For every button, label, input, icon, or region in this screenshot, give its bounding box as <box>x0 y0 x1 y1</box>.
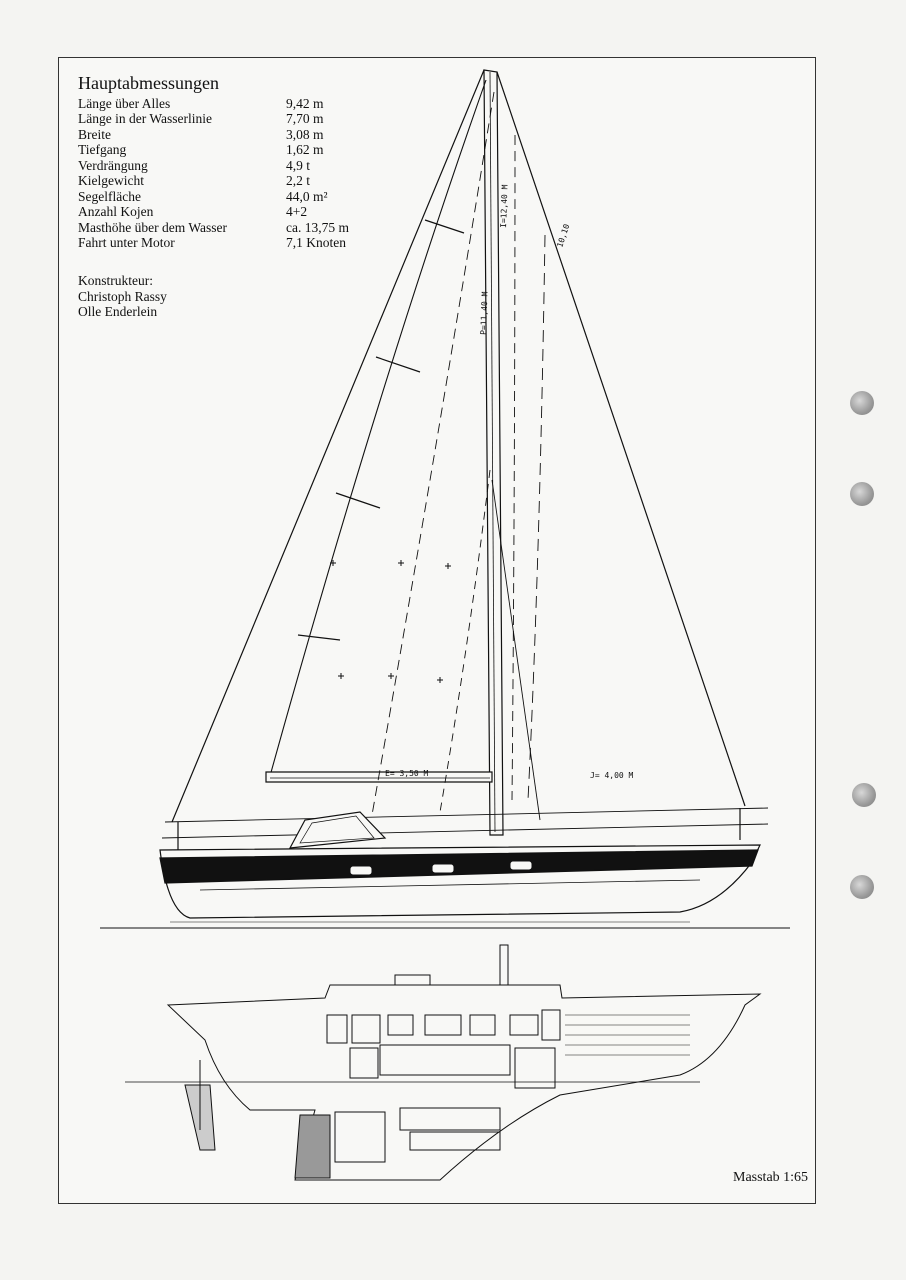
spec-label: Segelfläche <box>78 188 141 204</box>
spec-row: Breite 3,08 m <box>78 127 378 143</box>
designer-block: Konstrukteur: Christoph Rassy Olle Ender… <box>78 273 167 320</box>
spec-value: 4,9 t <box>286 157 311 173</box>
spec-row: Tiefgang 1,62 m <box>78 142 378 158</box>
backstay <box>496 71 746 807</box>
spec-label: Breite <box>78 126 111 142</box>
spec-value: 7,1 Knoten <box>286 235 346 250</box>
spec-value: 2,2 t <box>286 173 311 188</box>
spec-row: Kielgewicht 2,2 t <box>78 173 378 189</box>
interior-profile <box>125 944 762 1181</box>
scale-label: Masstab 1:65 <box>733 1170 809 1185</box>
spec-row: Verdrängung 4,9 t <box>78 158 378 174</box>
spec-label: Masthöhe über dem Wasser <box>78 219 228 235</box>
punch-hole <box>850 482 874 506</box>
j-measure-label: J= 4,00 M <box>590 771 634 780</box>
mast <box>483 69 504 836</box>
spec-label: Kielgewicht <box>78 173 144 188</box>
punch-hole <box>850 875 874 899</box>
genoa-dashed <box>371 91 495 816</box>
spec-value: 44,0 m² <box>286 188 328 204</box>
mainsail-leech <box>269 79 487 777</box>
spec-label: Länge in der Wasserlinie <box>78 111 212 126</box>
designer-heading: Konstrukteur: <box>78 273 153 288</box>
spec-value: 9,42 m <box>286 95 324 111</box>
punch-hole <box>852 783 876 807</box>
spec-label: Verdrängung <box>78 157 148 173</box>
spec-row: Segelfläche 44,0 m² <box>78 189 378 205</box>
spec-label: Tiefgang <box>78 142 127 157</box>
spec-value: 1,62 m <box>286 142 324 157</box>
spec-value: 7,70 m <box>286 111 324 126</box>
spec-label: Fahrt unter Motor <box>78 235 175 250</box>
spec-value: 4+2 <box>286 204 308 219</box>
spec-row: Länge in der Wasserlinie 7,70 m <box>78 111 378 127</box>
forestay-measure-label: 10,10 <box>555 223 571 249</box>
specs-title: Hauptabmessungen <box>78 73 219 93</box>
spec-row: Länge über Alles 9,42 m <box>78 96 378 112</box>
spec-row: Anzahl Kojen 4+2 <box>78 204 378 220</box>
punch-hole <box>850 391 874 415</box>
spec-value: ca. 13,75 m <box>286 219 349 235</box>
designer-name: Christoph Rassy <box>78 288 167 304</box>
e-measure-label: E= 3,50 M <box>385 769 429 778</box>
spec-row: Fahrt unter Motor 7,1 Knoten <box>78 235 378 251</box>
p-measure-label: P=11,40 M <box>479 291 490 335</box>
spec-row: Masthöhe über dem Wasser ca. 13,75 m <box>78 220 378 236</box>
spec-label: Länge über Alles <box>78 95 171 111</box>
spec-label: Anzahl Kojen <box>78 204 154 219</box>
hull-stripe <box>159 849 759 884</box>
i-measure-label: I=12,40 M <box>499 184 510 228</box>
designer-name: Olle Enderlein <box>78 304 158 319</box>
spec-value: 3,08 m <box>286 126 324 142</box>
forestay <box>171 69 485 823</box>
